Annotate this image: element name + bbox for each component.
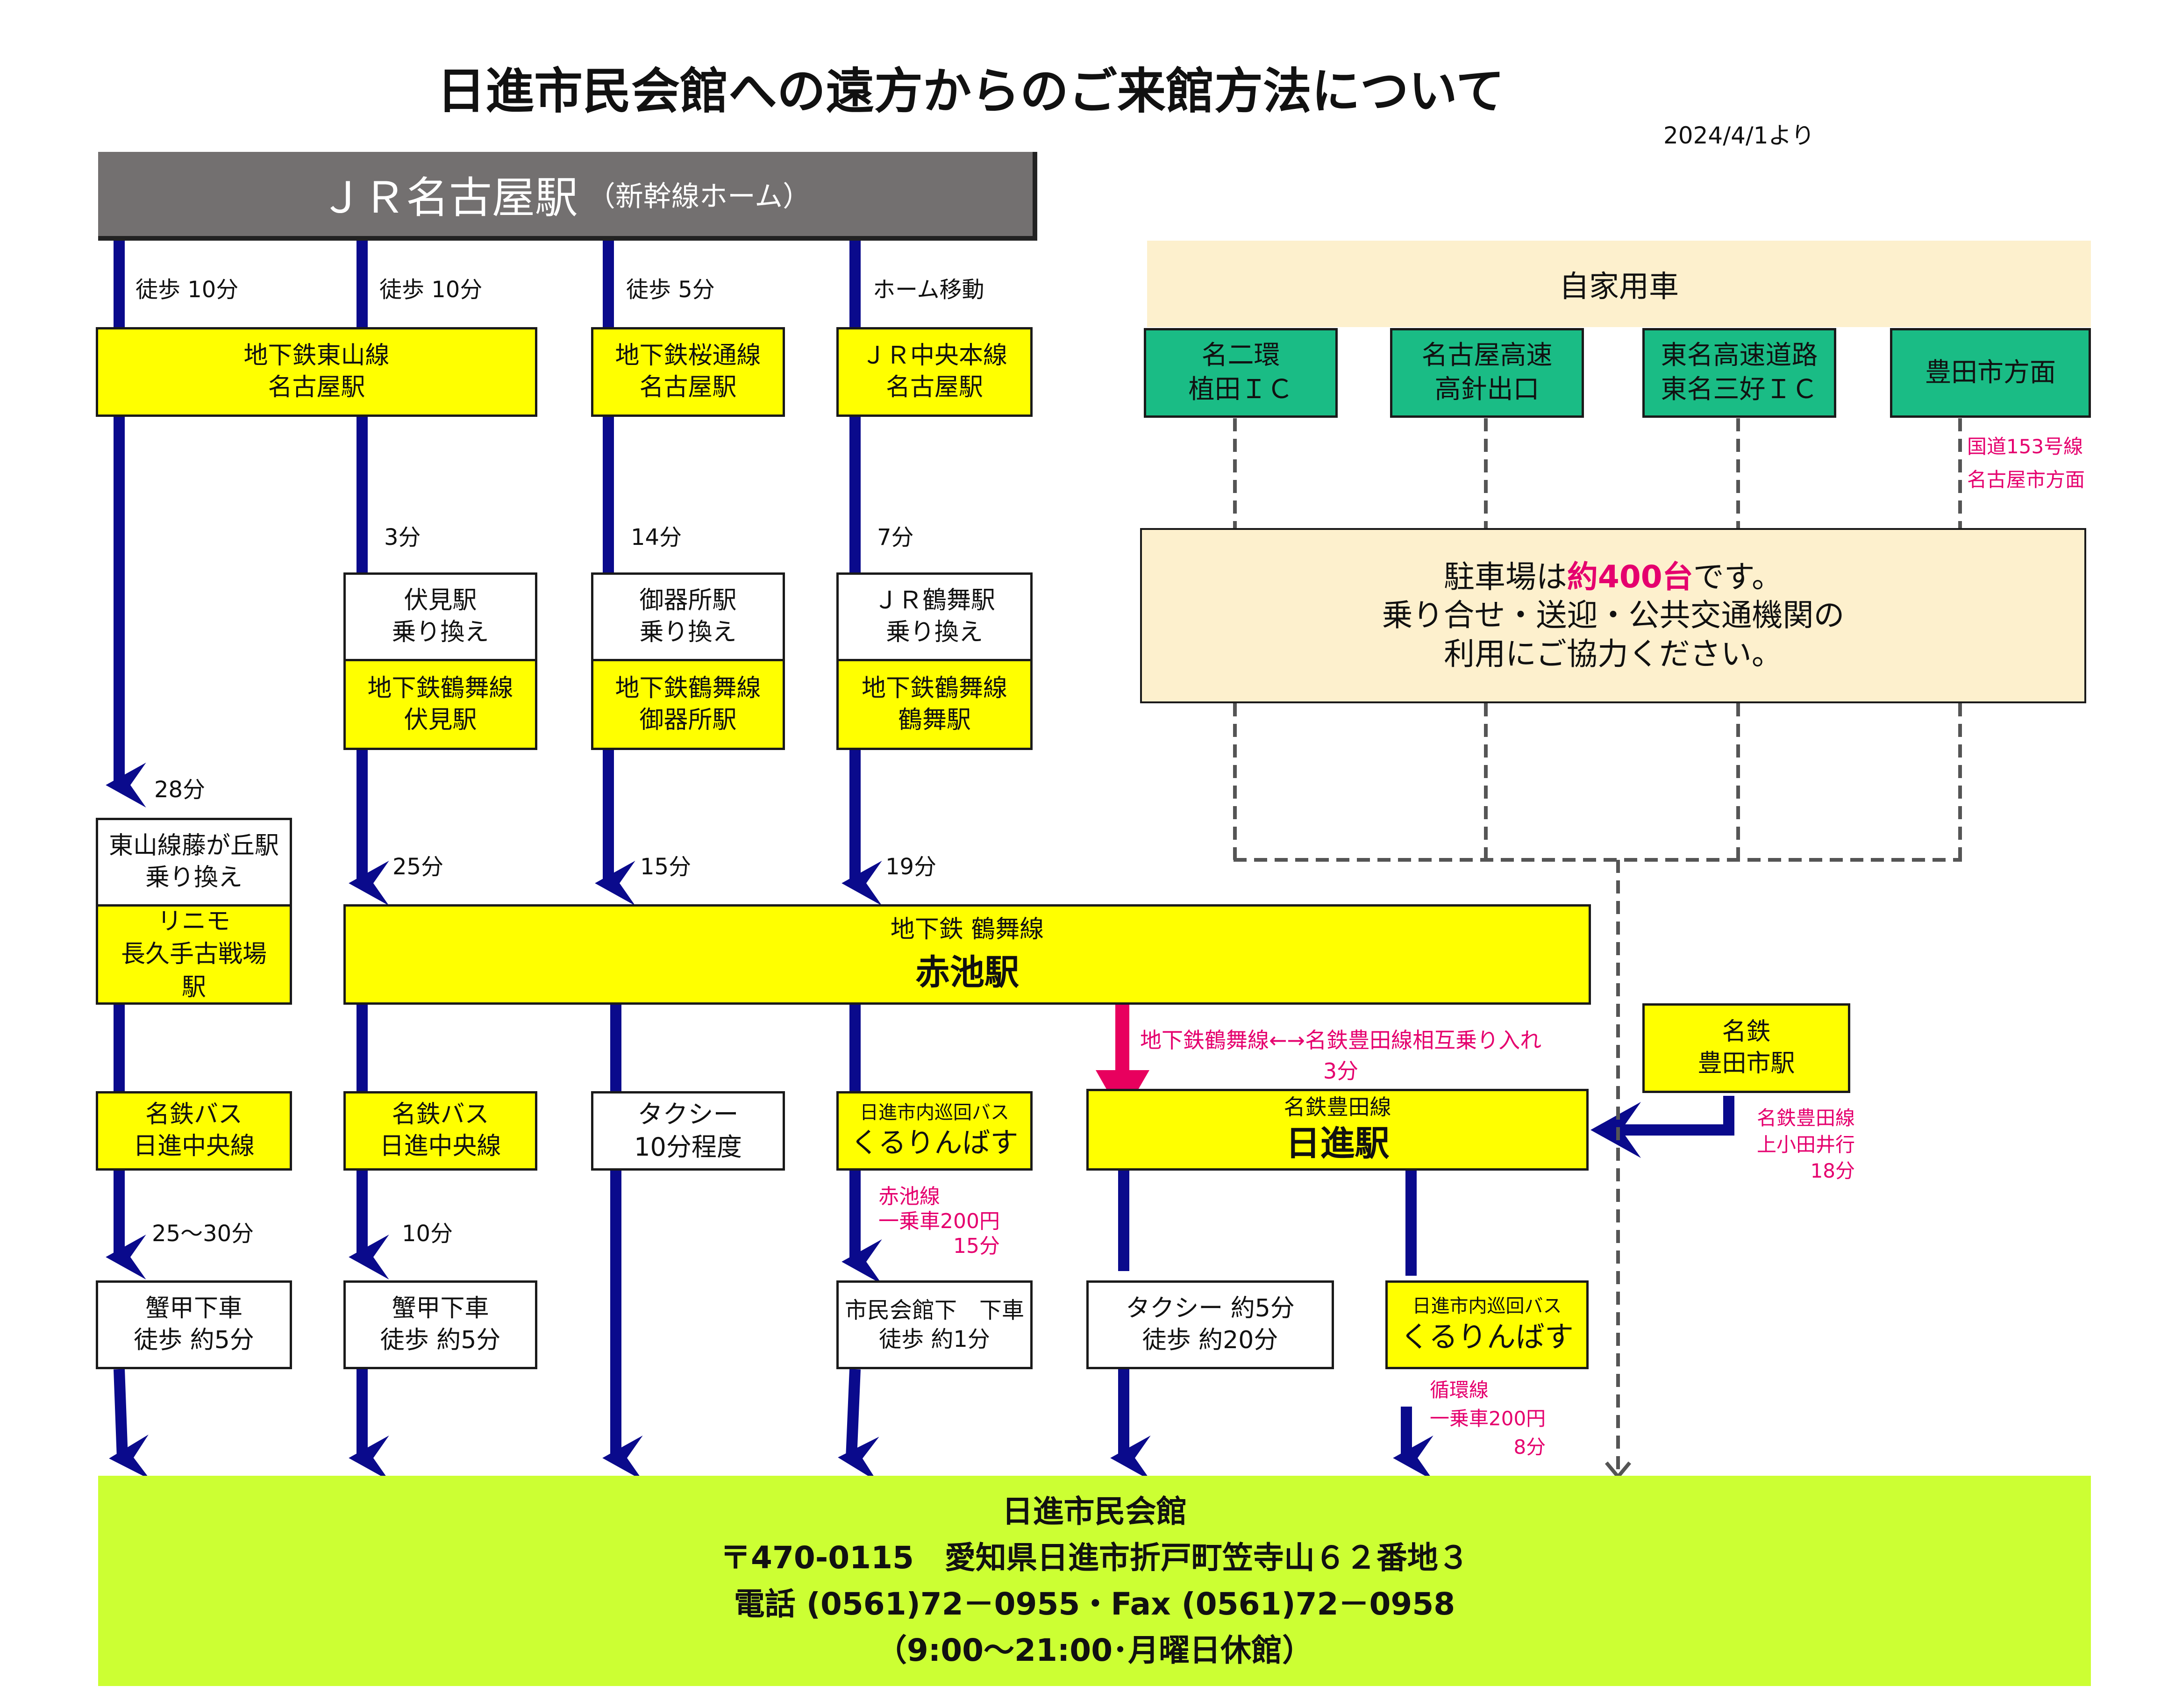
car-header-label: 自家用車 <box>1559 269 1679 304</box>
jr-nagoya-sub: （新幹線ホーム） <box>587 180 811 213</box>
jr-tsurumai-transfer: ＪＲ鶴舞駅 乗り換え <box>836 572 1033 661</box>
venue-name: 日進市民会館 <box>1002 1494 1187 1529</box>
line-name: 地下鉄鶴舞線 <box>367 674 513 702</box>
duration-3min: 3分 <box>384 524 421 550</box>
duration-15min: 15分 <box>640 854 692 880</box>
duration-10min: 10分 <box>402 1221 453 1247</box>
kururin-bus-akaike: 日進市内巡回バス くるりんばす <box>836 1091 1033 1171</box>
higashiyama-nagoya-station: 地下鉄東山線 名古屋駅 <box>96 327 537 417</box>
jr-nagoya-label: ＪＲ名古屋駅 <box>320 172 578 223</box>
line-name: 地下鉄 鶴舞線 <box>890 915 1044 943</box>
duration-7min: 7分 <box>877 524 914 550</box>
venue-hours: （9:00～21:00･月曜日休館） <box>876 1632 1313 1668</box>
route-153-note: 国道153号線 名古屋市方面 <box>1967 435 2085 492</box>
ic-miyoshi: 東名高速道路東名三好ＩＣ <box>1642 328 1836 418</box>
meitetsu-bus-2: 名鉄バス日進中央線 <box>343 1091 537 1171</box>
parking-notice: 駐車場は約400台です。 乗り合せ・送迎・公共交通機関の 利用にご協力ください。 <box>1140 528 2086 703</box>
gokisho-transfer: 御器所駅 乗り換え <box>591 572 785 661</box>
parking-capacity: 約400台 <box>1567 558 1693 595</box>
junkan-note: 循環線 一乗車200円 8分 <box>1430 1379 1546 1458</box>
gokisho-tsurumai-station: 地下鉄鶴舞線 御器所駅 <box>591 659 785 750</box>
walk-label-2: 徒歩 10分 <box>379 277 483 303</box>
ic-ueda: 名二環植田ＩＣ <box>1144 328 1338 418</box>
duration-19min: 19分 <box>885 854 937 880</box>
transfer-note: 乗り換え <box>392 618 489 646</box>
akaike-bus-note: 赤池線 一乗車200円 15分 <box>878 1185 1000 1258</box>
walk-label-3: 徒歩 5分 <box>626 277 715 303</box>
duration-14min: 14分 <box>631 524 682 550</box>
duration-25-30min: 25～30分 <box>152 1221 254 1247</box>
walk-label-1: 徒歩 10分 <box>135 277 239 303</box>
fushimi-tsurumai-station: 地下鉄鶴舞線 伏見駅 <box>343 659 537 750</box>
duration-28min: 28分 <box>154 777 206 803</box>
station-name: 名古屋駅 <box>885 373 983 401</box>
venue-phone: 電話 (0561)72－0955・Fax (0561)72－0958 <box>734 1586 1455 1622</box>
station-name: 名古屋駅 <box>639 373 737 401</box>
taxi-5min: タクシー 約5分徒歩 約20分 <box>1086 1280 1334 1369</box>
ic-takabari: 名古屋高速高針出口 <box>1390 328 1584 418</box>
transfer-note: 乗り換え <box>885 618 983 646</box>
line-name: 地下鉄東山線 <box>243 342 390 370</box>
meitetsu-toyotashi-station: 名鉄豊田市駅 <box>1642 1003 1850 1093</box>
shimin-kaikan-stop: 市民会館下 下車徒歩 約1分 <box>836 1280 1033 1369</box>
through-service-note: 地下鉄鶴舞線←→名鉄豊田線相互乗り入れ 3分 <box>1140 1028 1542 1084</box>
venue-address: 〒470-0115 愛知県日進市折戸町笠寺山６２番地３ <box>720 1540 1469 1576</box>
fujigaoka-transfer: 東山線藤が丘駅 乗り換え <box>96 818 292 907</box>
nisshin-station: 名鉄豊田線 日進駅 <box>1086 1089 1589 1171</box>
car-header: 自家用車 <box>1147 241 2091 327</box>
meitetsu-bus-1: 名鉄バス日進中央線 <box>96 1091 292 1171</box>
line-name: 地下鉄鶴舞線 <box>615 674 761 702</box>
parking-line-2: 乗り合せ・送迎・公共交通機関の <box>1382 597 1845 634</box>
station-suffix: 駅 <box>181 973 206 1001</box>
walk-label-4: ホーム移動 <box>873 277 984 303</box>
station-name: 伏見駅 <box>404 586 477 615</box>
station-name: 東山線藤が丘駅 <box>108 832 279 860</box>
jr-chuo-nagoya-station: ＪＲ中央本線 名古屋駅 <box>836 327 1033 417</box>
line-name: 地下鉄桜通線 <box>615 342 761 370</box>
station-name: 長久手古戦場 <box>121 940 267 969</box>
kururin-bus-nisshin: 日進市内巡回バス くるりんばす <box>1385 1280 1589 1369</box>
sakuradori-nagoya-station: 地下鉄桜通線 名古屋駅 <box>591 327 785 417</box>
jr-nagoya-header: ＪＲ名古屋駅 （新幹線ホーム） <box>98 152 1037 241</box>
station-name: 御器所駅 <box>639 706 737 734</box>
station-name: 赤池駅 <box>915 952 1019 993</box>
line-name: 地下鉄鶴舞線 <box>861 674 1007 702</box>
akaike-station: 地下鉄 鶴舞線 赤池駅 <box>343 904 1591 1005</box>
linimo-nagakute-station: リニモ 長久手古戦場 駅 <box>96 904 292 1005</box>
kabuto-stop-2: 蟹甲下車徒歩 約5分 <box>343 1280 537 1369</box>
date-note: 2024/4/1より <box>1663 122 1815 149</box>
parking-line-1: 駐車場は約400台です。 <box>1443 558 1783 595</box>
venue-info: 日進市民会館 〒470-0115 愛知県日進市折戸町笠寺山６２番地３ 電話 (0… <box>98 1476 2091 1686</box>
station-name: 鶴舞駅 <box>898 706 971 734</box>
station-name: 御器所駅 <box>639 586 737 615</box>
page-title: 日進市民会館への遠方からのご来館方法について <box>437 63 1505 120</box>
line-name: ＪＲ中央本線 <box>861 342 1007 370</box>
toyota-direction: 豊田市方面 <box>1890 328 2091 418</box>
kabuto-stop-1: 蟹甲下車徒歩 約5分 <box>96 1280 292 1369</box>
fushimi-transfer: 伏見駅 乗り換え <box>343 572 537 661</box>
station-name: ＪＲ鶴舞駅 <box>873 586 995 615</box>
tsurumai-station: 地下鉄鶴舞線 鶴舞駅 <box>836 659 1033 750</box>
parking-line-3: 利用にご協力ください。 <box>1444 636 1783 672</box>
transfer-note: 乗り換え <box>145 864 242 892</box>
toyota-line-note: 名鉄豊田線 上小田井行 18分 <box>1757 1107 1855 1183</box>
duration-25min: 25分 <box>392 854 444 880</box>
line-name: リニモ <box>157 908 230 936</box>
station-name: 伏見駅 <box>404 706 477 734</box>
station-name: 名古屋駅 <box>268 373 365 401</box>
transfer-note: 乗り換え <box>639 618 737 646</box>
